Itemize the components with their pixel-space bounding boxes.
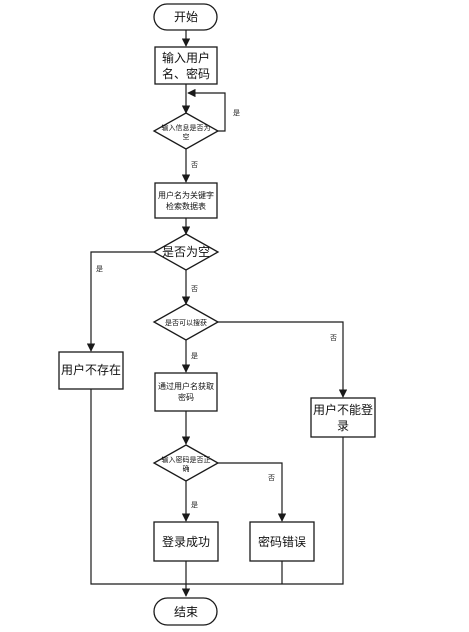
label-input-empty-yes: 是 [233,109,240,117]
node-input-credentials-line1: 输入用户 [162,50,210,65]
node-check-input-empty-line1: 输入信息是否为 [162,123,211,132]
node-search-db-line1: 用户名为关键字 [158,190,214,200]
node-start: 开始 [153,3,218,31]
label-found-no: 否 [330,334,337,342]
edge-not-exist-to-merge [90,389,186,585]
label-is-empty-yes: 是 [96,265,103,273]
node-is-empty: 是否为空 [152,233,220,271]
label-password-yes: 是 [191,501,198,509]
label-input-empty-no: 否 [191,161,198,169]
node-get-password: 通过用户名获取 密码 [154,372,218,412]
edges [86,30,348,597]
node-input-credentials-line2: 名、密码 [162,66,210,81]
node-check-password-line1: 输入密码是否正 [162,455,211,464]
node-input-credentials: 输入用户 名、密码 [154,46,218,85]
node-user-cannot-login-line1: 用户不能登 [313,402,373,417]
label-password-no: 否 [268,474,275,482]
edge-is-empty-yes [86,251,154,352]
label-is-empty-no: 否 [191,285,198,293]
node-search-db-line2: 检索数据表 [166,201,206,211]
node-is-empty-label: 是否为空 [162,245,210,259]
node-check-password: 输入密码是否正 确 [152,444,220,482]
node-get-password-line1: 通过用户名获取 [158,381,214,391]
node-get-password-line2: 密码 [178,392,194,402]
node-check-input-empty: 输入信息是否为 空 [152,112,220,150]
node-is-found-label: 是否可以搜获 [165,318,207,327]
node-user-cannot-login: 用户不能登 录 [310,397,376,438]
edge-labels: 是 否 是 否 否 是 否 是 [96,109,337,509]
node-search-db: 用户名为关键字 检索数据表 [154,182,218,219]
edge-found-no [218,321,348,398]
node-check-password-line2: 确 [183,464,190,473]
node-end: 结束 [153,597,218,626]
node-start-label: 开始 [174,10,198,24]
node-password-error: 密码错误 [249,521,315,562]
node-is-found: 是否可以搜获 [152,303,220,341]
node-check-input-empty-line2: 空 [183,132,190,141]
node-login-success-label: 登录成功 [162,534,210,549]
edge-cannot-login-to-merge [186,437,344,585]
node-end-label: 结束 [174,605,198,619]
node-user-not-exist-label: 用户不存在 [61,362,121,377]
node-login-success: 登录成功 [153,521,219,562]
label-found-yes: 是 [191,352,198,360]
edge-check-loop-yes [187,88,226,132]
node-password-error-label: 密码错误 [258,534,306,549]
node-user-not-exist: 用户不存在 [58,351,124,390]
edge-password-no [218,462,287,522]
node-user-cannot-login-line2: 录 [337,419,349,433]
